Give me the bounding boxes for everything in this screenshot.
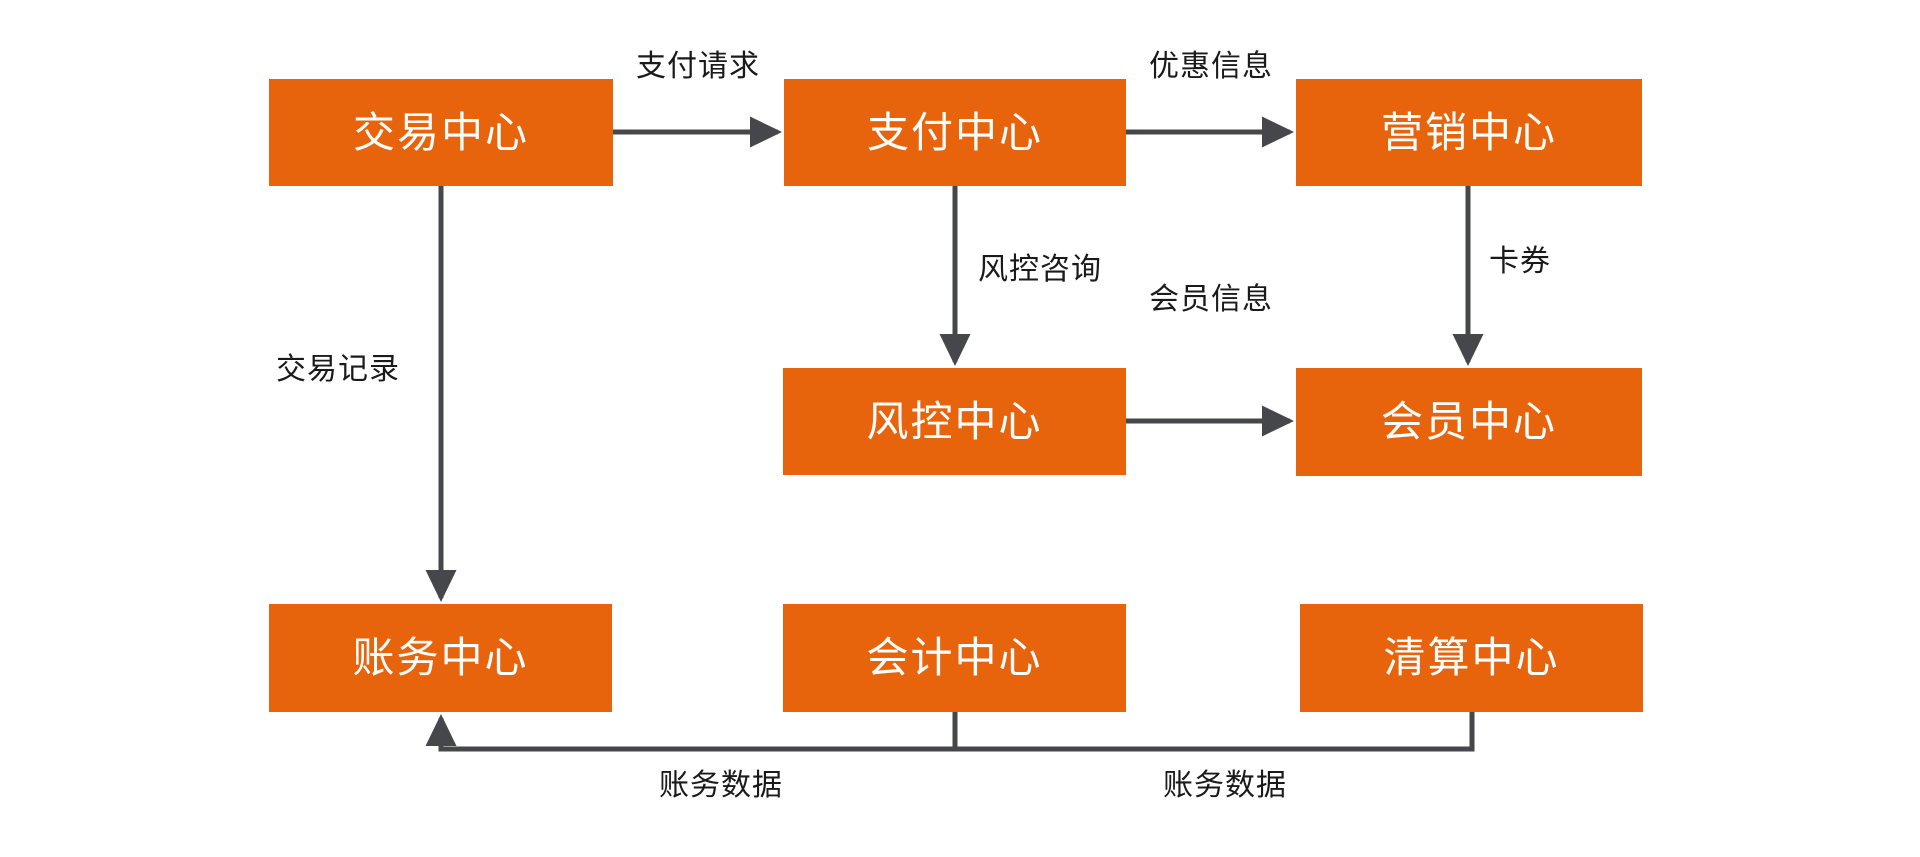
node-settlement-center[interactable]: 清算中心 (1300, 604, 1643, 712)
edge-label-risk-consult: 风控咨询 (978, 253, 1102, 286)
node-payment-center[interactable]: 支付中心 (784, 79, 1126, 186)
node-trade-center[interactable]: 交易中心 (269, 79, 613, 186)
edge-label-account-data-left: 账务数据 (659, 769, 783, 802)
edge-label-pay-request: 支付请求 (636, 50, 760, 83)
edge-label-account-data-right: 账务数据 (1163, 769, 1287, 802)
node-member-center[interactable]: 会员中心 (1296, 368, 1642, 476)
node-account-center[interactable]: 账务中心 (269, 604, 612, 712)
node-accounting-center[interactable]: 会计中心 (783, 604, 1126, 712)
connector-settlement-to-account (441, 712, 1475, 752)
node-risk-control-center[interactable]: 风控中心 (783, 368, 1126, 475)
edge-label-card-coupon: 卡券 (1489, 245, 1551, 278)
edge-label-trade-record: 交易记录 (276, 353, 400, 386)
node-marketing-center[interactable]: 营销中心 (1296, 79, 1642, 186)
connector-accounting-to-account (425, 712, 958, 752)
edge-label-promo-info: 优惠信息 (1149, 50, 1273, 83)
edge-label-member-info: 会员信息 (1149, 283, 1273, 316)
